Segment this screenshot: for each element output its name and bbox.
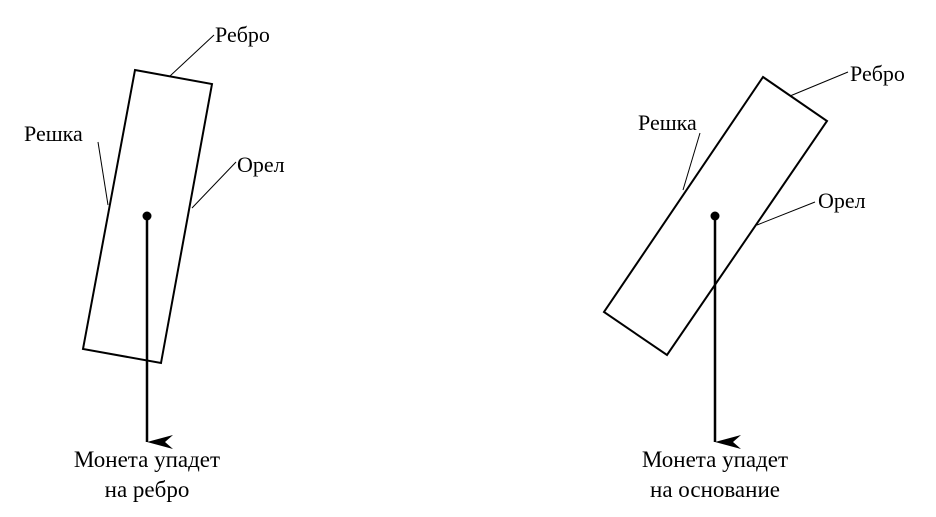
right-heads-leader (756, 201, 816, 226)
left-label-edge: Ребро (215, 22, 270, 47)
left-heads-leader (191, 161, 237, 209)
left-label-tails: Решка (24, 121, 83, 146)
left-label-heads: Орел (237, 152, 285, 177)
right-tails-leader (682, 132, 701, 191)
right-caption-line2: на основание (650, 477, 780, 502)
right-label-tails: Решка (638, 110, 697, 135)
right-coin-rect (602, 75, 829, 357)
left-figure: Ребро Решка Орел Монета упадет на ребро (24, 22, 285, 502)
right-figure: Ребро Решка Орел Монета упадет на основа… (602, 61, 905, 502)
right-label-heads: Орел (818, 188, 866, 213)
left-tails-leader (97, 141, 109, 206)
left-caption-line2: на ребро (105, 477, 190, 502)
right-caption-line1: Монета упадет (642, 447, 788, 472)
right-label-edge: Ребро (850, 61, 905, 86)
right-edge-leader (789, 71, 849, 97)
left-caption-line1: Монета упадет (74, 447, 220, 472)
left-edge-leader (169, 34, 215, 77)
left-coin-rect (81, 68, 214, 365)
